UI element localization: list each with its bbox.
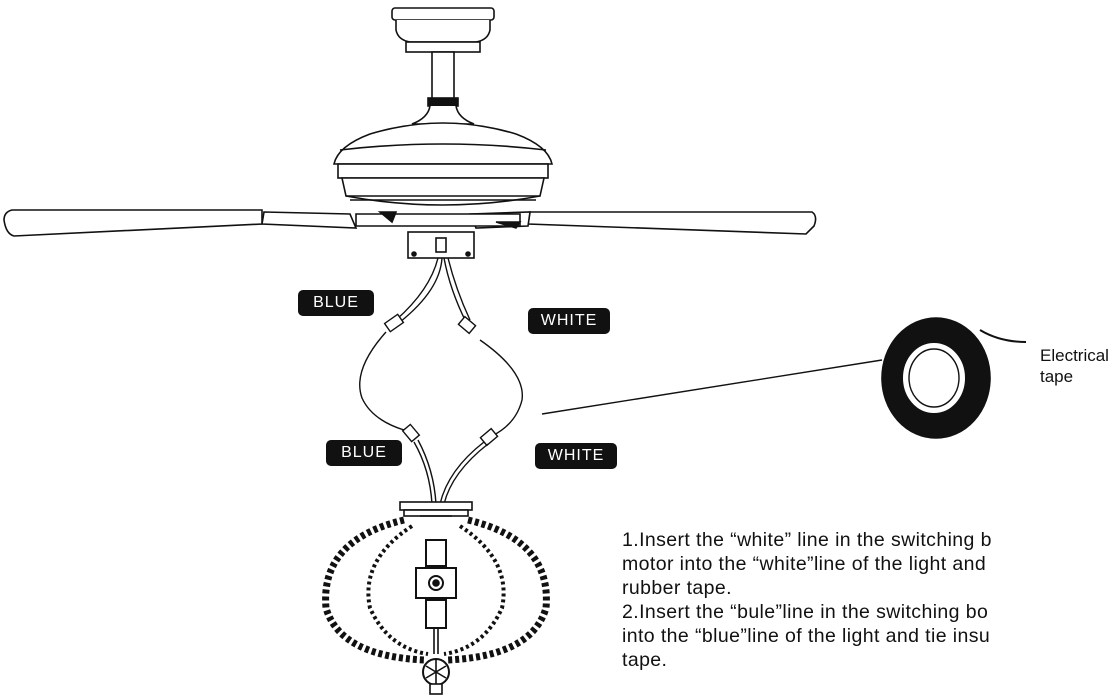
instruction-line: into the “blue”line of the light and tie…	[622, 625, 991, 647]
light-fixture	[322, 501, 550, 695]
fan-blades	[3, 209, 817, 237]
tape-label-line1: Electrical	[1040, 346, 1109, 365]
electrical-tape-label: Electrical tape	[1040, 345, 1116, 387]
upper-wires	[383, 257, 477, 335]
tape-leader-line	[541, 359, 883, 415]
white-wire-label-top: WHITE	[528, 308, 610, 334]
fan-motor-housing	[333, 122, 553, 206]
white-wire-label-bottom: WHITE	[535, 443, 617, 469]
blue-wire-label-top: BLUE	[298, 290, 374, 316]
instruction-line: 2.Insert the “bule”line in the switching…	[622, 601, 989, 623]
instructions-text: 1.Insert the “white” line in the switchi…	[622, 528, 1117, 696]
downrod	[411, 51, 475, 125]
tape-label-line2: tape	[1040, 367, 1074, 386]
electrical-tape-icon	[881, 317, 1027, 439]
instruction-line: tape.	[622, 649, 668, 671]
connection-wires	[359, 331, 523, 447]
lower-wires	[413, 439, 489, 505]
instruction-line: 1.Insert the “white” line in the switchi…	[622, 529, 992, 551]
ceiling-canopy	[391, 7, 495, 53]
instruction-line: rubber tape.	[622, 577, 732, 599]
instruction-line: motor into the “white”line of the light …	[622, 553, 987, 575]
switch-box	[407, 231, 475, 259]
blue-wire-label-bottom: BLUE	[326, 440, 402, 466]
